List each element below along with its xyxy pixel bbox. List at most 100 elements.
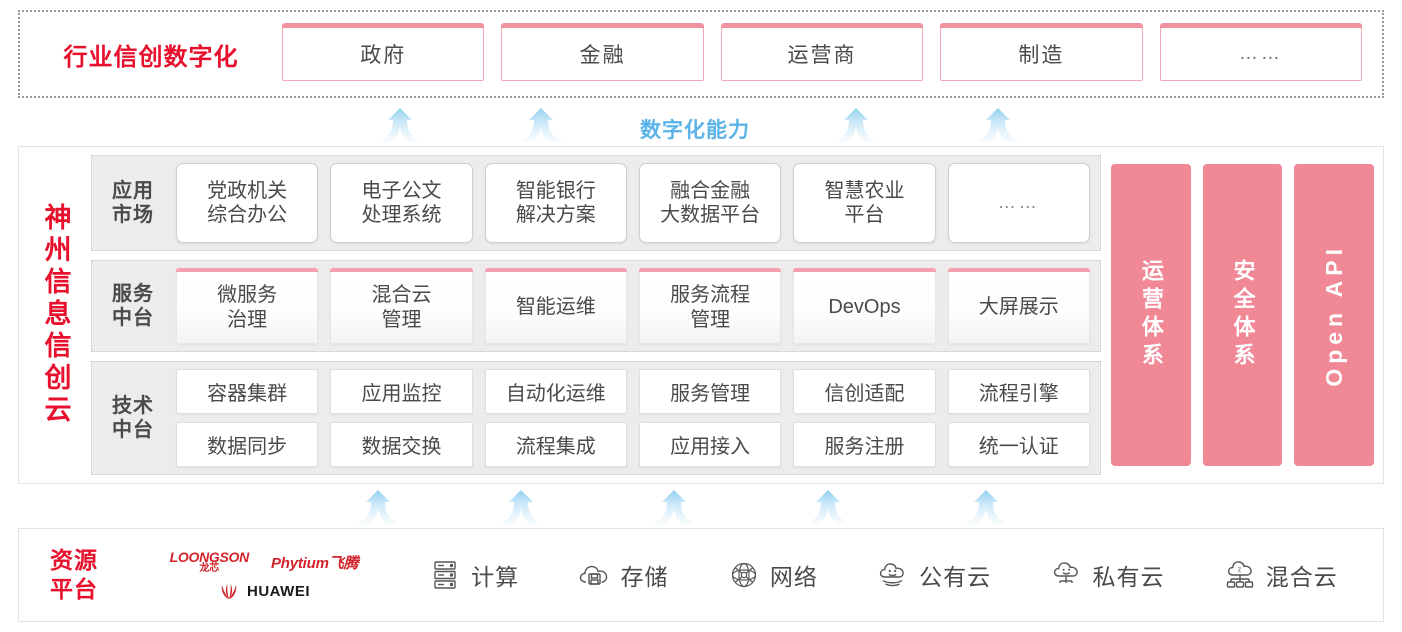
resource-item-public-cloud[interactable]: 公有云 bbox=[876, 558, 991, 592]
layer-label-line1: 技术 bbox=[112, 395, 154, 418]
resource-item-label: 私有云 bbox=[1092, 564, 1165, 590]
svc-box-text: 智能运维 bbox=[515, 296, 596, 319]
public-cloud-icon bbox=[876, 558, 910, 592]
tech-box-process-engine[interactable]: 流程引擎 bbox=[947, 369, 1090, 415]
tech-box-unified-auth[interactable]: 统一认证 bbox=[947, 422, 1090, 468]
resource-item-label: 存储 bbox=[620, 564, 669, 590]
resource-platform-title: 资源 平台 bbox=[19, 546, 129, 604]
industry-box-manufacturing[interactable]: 制造 bbox=[940, 23, 1144, 81]
loongson-logo-text: LOONGSON bbox=[169, 549, 250, 565]
layer-label-service-platform: 服务 中台 bbox=[102, 282, 164, 330]
huawei-logo: HUAWEI bbox=[218, 582, 310, 600]
tech-box-data-sync[interactable]: 数据同步 bbox=[176, 422, 319, 468]
svc-box-microservice-governance[interactable]: 微服务 治理 bbox=[176, 267, 319, 345]
pillar-label: 安全体系 bbox=[1230, 259, 1256, 371]
pillar-security-system[interactable]: 安全体系 bbox=[1202, 164, 1283, 466]
tech-box-data-exchange[interactable]: 数据交换 bbox=[330, 422, 473, 468]
app-box-more[interactable]: …… bbox=[947, 163, 1090, 243]
app-box-finance-bigdata[interactable]: 融合金融 大数据平台 bbox=[638, 163, 782, 243]
resource-item-label: 公有云 bbox=[919, 564, 992, 590]
resource-item-network[interactable]: 网络 bbox=[727, 558, 818, 592]
resource-item-private-cloud[interactable]: 私有云 bbox=[1049, 558, 1164, 592]
vendor-logo-row: LOONGSON 龙芯 Phytium飞腾 bbox=[170, 550, 359, 574]
up-arrow-icon bbox=[963, 490, 1009, 524]
industry-box-finance[interactable]: 金融 bbox=[501, 23, 705, 81]
up-arrow-icon bbox=[651, 490, 697, 524]
app-box-smart-bank[interactable]: 智能银行 解决方案 bbox=[484, 163, 627, 243]
server-rack-icon bbox=[428, 558, 462, 592]
hybrid-cloud-icon: z bbox=[1223, 558, 1257, 592]
layer-label-technology-platform: 技术 中台 bbox=[102, 394, 164, 442]
app-box-text: 融合金融 大数据平台 bbox=[660, 179, 761, 226]
cloud-storage-icon bbox=[577, 558, 611, 592]
layer-label-line2: 中台 bbox=[112, 307, 154, 330]
resource-item-label: 混合云 bbox=[1265, 564, 1338, 590]
tech-box-container-cluster[interactable]: 容器集群 bbox=[176, 369, 319, 415]
technology-row-1: 容器集群 应用监控 自动化运维 服务管理 信创适配 流程引擎 bbox=[176, 369, 1090, 415]
resource-item-label: 计算 bbox=[471, 564, 520, 590]
svc-box-text: 服务流程 管理 bbox=[670, 283, 751, 331]
tech-box-service-registry[interactable]: 服务注册 bbox=[793, 422, 936, 468]
resource-item-storage[interactable]: 存储 bbox=[577, 558, 668, 592]
industry-box-more[interactable]: …… bbox=[1159, 23, 1363, 81]
app-box-edoc-system[interactable]: 电子公文 处理系统 bbox=[330, 163, 473, 243]
layer-label-line2: 中台 bbox=[112, 419, 154, 442]
layer-label-application-market: 应用 市场 bbox=[102, 179, 164, 227]
svg-text:z: z bbox=[1238, 567, 1243, 574]
app-box-government-office[interactable]: 党政机关 综合办公 bbox=[176, 163, 319, 243]
loongson-logo-subtext: 龙芯 bbox=[199, 563, 220, 574]
tech-box-automated-ops[interactable]: 自动化运维 bbox=[484, 369, 627, 415]
svc-box-hybrid-cloud-mgmt[interactable]: 混合云 管理 bbox=[330, 267, 473, 345]
svc-box-service-process-mgmt[interactable]: 服务流程 管理 bbox=[638, 267, 782, 345]
tech-box-app-access[interactable]: 应用接入 bbox=[638, 422, 782, 468]
capability-label: 数字化能力 bbox=[640, 119, 750, 142]
industry-band-title: 行业信创数字化 bbox=[63, 43, 239, 71]
huawei-petal-icon bbox=[218, 582, 240, 600]
resource-item-hybrid-cloud[interactable]: z 混合云 bbox=[1223, 558, 1338, 592]
up-arrow-icon bbox=[355, 490, 401, 524]
layer-label-line2: 市场 bbox=[112, 203, 154, 226]
layer-service-platform: 服务 中台 微服务 治理 混合云 管理 智能运维 服务流程 管理 DevOps … bbox=[91, 259, 1101, 353]
cloud-platform-title-text: 神州信息信创云 bbox=[40, 203, 71, 427]
svc-box-smart-ops[interactable]: 智能运维 bbox=[484, 267, 628, 345]
resource-item-label: 网络 bbox=[769, 564, 818, 590]
layer-application-market: 应用 市场 党政机关 综合办公 电子公文 处理系统 智能银行 解决方案 融合金融… bbox=[91, 155, 1101, 251]
up-arrow-icon bbox=[975, 108, 1021, 142]
network-mesh-icon bbox=[727, 558, 761, 592]
svc-box-text: 微服务 治理 bbox=[217, 283, 278, 331]
technology-platform-grid: 容器集群 应用监控 自动化运维 服务管理 信创适配 流程引擎 数据同步 数据交换… bbox=[176, 369, 1090, 468]
industry-box-government[interactable]: 政府 bbox=[282, 23, 485, 81]
app-box-text: …… bbox=[997, 192, 1040, 213]
svc-box-devops[interactable]: DevOps bbox=[793, 267, 936, 345]
tech-box-service-mgmt[interactable]: 服务管理 bbox=[638, 369, 782, 415]
app-box-text: 党政机关 综合办公 bbox=[207, 179, 288, 226]
tech-box-app-monitoring[interactable]: 应用监控 bbox=[330, 369, 473, 415]
pillar-label: Open API bbox=[1320, 243, 1347, 387]
cloud-body: 应用 市场 党政机关 综合办公 电子公文 处理系统 智能银行 解决方案 融合金融… bbox=[91, 147, 1383, 483]
private-cloud-icon bbox=[1049, 558, 1083, 592]
tech-box-process-integration[interactable]: 流程集成 bbox=[484, 422, 627, 468]
service-platform-items: 微服务 治理 混合云 管理 智能运维 服务流程 管理 DevOps 大屏展示 bbox=[176, 267, 1091, 345]
app-box-text: 智慧农业 平台 bbox=[824, 179, 905, 226]
application-market-items: 党政机关 综合办公 电子公文 处理系统 智能银行 解决方案 融合金融 大数据平台… bbox=[176, 163, 1090, 243]
loongson-logo: LOONGSON 龙芯 bbox=[169, 549, 250, 574]
pillar-open-api[interactable]: Open API bbox=[1294, 164, 1375, 466]
up-arrow-icon bbox=[518, 108, 564, 142]
cloud-platform-title: 神州信息信创云 bbox=[19, 147, 91, 483]
industry-box-telecom[interactable]: 运营商 bbox=[720, 23, 924, 81]
layer-label-line1: 服务 bbox=[112, 283, 154, 306]
industry-box-list: 政府 金融 运营商 制造 …… bbox=[282, 23, 1382, 81]
vendor-logo-list: LOONGSON 龙芯 Phytium飞腾 HUAWEI bbox=[129, 550, 399, 600]
tech-box-xinchuang-adaptation[interactable]: 信创适配 bbox=[793, 369, 936, 415]
technology-row-2: 数据同步 数据交换 流程集成 应用接入 服务注册 统一认证 bbox=[176, 422, 1090, 468]
cloud-platform-container: 神州信息信创云 应用 市场 党政机关 综合办公 电子公文 处理系统 智能银行 解… bbox=[18, 146, 1384, 484]
up-arrow-icon bbox=[833, 108, 879, 142]
app-box-smart-agriculture[interactable]: 智慧农业 平台 bbox=[793, 163, 936, 243]
huawei-logo-text: HUAWEI bbox=[247, 582, 310, 600]
svc-box-bigscreen-display[interactable]: 大屏展示 bbox=[947, 267, 1091, 345]
pillar-operations-system[interactable]: 运营体系 bbox=[1111, 164, 1191, 466]
up-arrow-icon bbox=[377, 108, 423, 142]
svc-box-text: 混合云 管理 bbox=[371, 283, 432, 331]
resource-item-compute[interactable]: 计算 bbox=[428, 558, 519, 592]
